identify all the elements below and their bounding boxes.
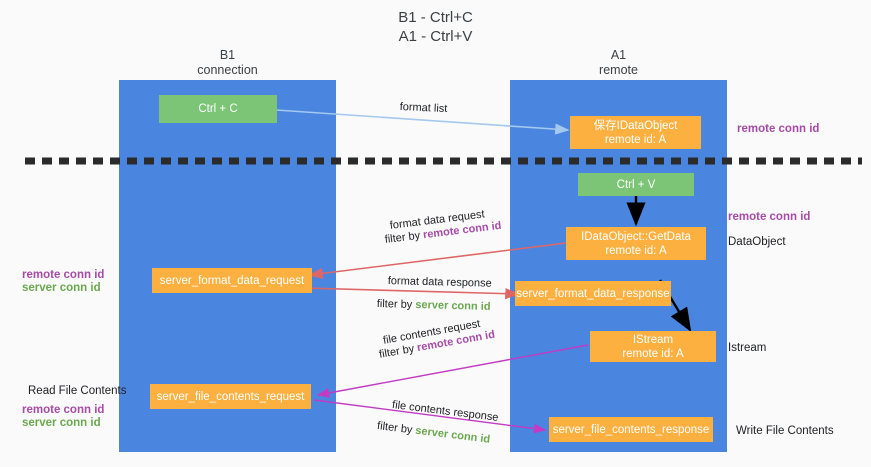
edge-label-filter-key-server-conn-id-2: server conn id — [414, 424, 491, 446]
node-server-file-contents-response[interactable]: server_file_contents_response — [549, 417, 713, 442]
node-server-format-data-response[interactable]: server_format_data_response — [515, 281, 671, 306]
node-server-format-data-request-label: server_format_data_request — [159, 274, 305, 287]
node-server-file-contents-request[interactable]: server_file_contents_request — [150, 384, 311, 409]
column-header-b1-subtitle: connection — [197, 63, 258, 77]
edge-label-filter-prefix: filter by — [384, 229, 424, 246]
right-label-remote-conn-id-mid: remote conn id — [728, 211, 811, 223]
edge-label-format-data-response: format data response — [388, 274, 492, 291]
node-istream-line2: remote id: A — [622, 347, 684, 360]
page-title: B1 - Ctrl+C — [398, 9, 473, 26]
edge-label-file-contents-response-text: file contents response — [391, 398, 500, 424]
node-save-idataobject[interactable]: 保存IDataObject remote id: A — [570, 116, 701, 149]
node-idataobject-getdata-line1: IDataObject::GetData — [581, 230, 691, 243]
left-label-read-file-contents: Read File Contents — [28, 385, 127, 397]
node-idataobject-getdata[interactable]: IDataObject::GetData remote id: A — [566, 227, 706, 260]
column-header-a1-name: A1 — [610, 48, 627, 62]
page-subtitle: A1 - Ctrl+V — [398, 28, 473, 45]
edge-label-filter-prefix-4: filter by — [376, 419, 417, 437]
node-save-idataobject-line2: remote id: A — [604, 133, 667, 146]
right-label-write-file-contents: Write File Contents — [736, 425, 834, 437]
left-label-remote-conn-id-2: remote conn id — [22, 404, 105, 416]
left-label-remote-conn-id: remote conn id — [22, 269, 105, 281]
right-label-remote-conn-id-top: remote conn id — [737, 123, 820, 135]
edge-label-format-list: format list — [399, 100, 447, 116]
edge-label-filter-prefix-2: filter by — [376, 297, 416, 312]
column-header-b1-name: B1 — [219, 48, 236, 62]
edge-label-format-data-response-filter: filter by server conn id — [377, 297, 491, 314]
node-ctrl-v[interactable]: Ctrl + V — [578, 173, 694, 196]
edge-label-filter-key-server-conn-id: server conn id — [415, 299, 491, 313]
node-istream-line1: IStream — [632, 333, 674, 346]
edge-label-file-contents-response: file contents response — [391, 398, 499, 425]
right-label-istream: Istream — [728, 342, 767, 354]
node-ctrl-c-label: Ctrl + C — [198, 103, 238, 115]
node-istream[interactable]: IStream remote id: A — [590, 331, 716, 362]
column-header-a1-subtitle: remote — [599, 63, 638, 77]
left-label-server-conn-id: server conn id — [22, 282, 101, 294]
node-server-format-data-response-label: server_format_data_response — [516, 287, 670, 300]
node-server-file-contents-response-label: server_file_contents_response — [552, 423, 710, 436]
edge-label-format-list-text: format list — [399, 100, 448, 116]
left-label-server-conn-id-2: server conn id — [22, 417, 101, 429]
node-idataobject-getdata-line2: remote id: A — [605, 244, 667, 257]
right-label-dataobject: DataObject — [728, 236, 786, 248]
edge-label-file-contents-response-filter: filter by server conn id — [376, 419, 491, 447]
node-ctrl-c[interactable]: Ctrl + C — [159, 95, 277, 123]
node-ctrl-v-label: Ctrl + V — [616, 178, 656, 191]
edge-label-format-data-response-text: format data response — [387, 274, 492, 290]
node-server-file-contents-request-label: server_file_contents_request — [156, 390, 305, 403]
node-server-format-data-request[interactable]: server_format_data_request — [152, 268, 312, 293]
node-save-idataobject-line1: 保存IDataObject — [593, 119, 678, 132]
